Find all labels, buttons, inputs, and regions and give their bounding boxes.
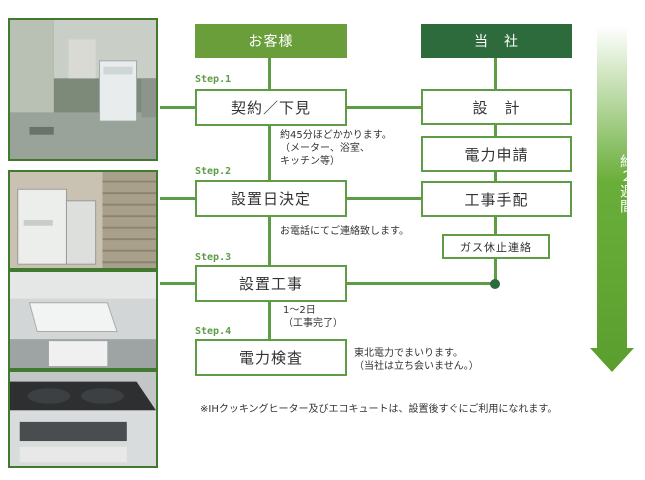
customer-header: お客様 xyxy=(195,24,347,58)
duration-label: 約２週間 xyxy=(618,154,634,214)
ih-cooktop-image xyxy=(10,372,156,466)
note-step4: 東北電力でまいります。 （当社は立ち会いません。） xyxy=(354,348,479,372)
step3-label: Step.3 xyxy=(195,252,232,263)
step4-box: 電力検査 xyxy=(195,339,347,376)
duration-arrow: 約２週間 xyxy=(590,26,634,372)
note-step2: お電話にてご連絡致します。 xyxy=(280,226,409,237)
design-box: 設 計 xyxy=(421,89,572,125)
photo-water-heater xyxy=(8,170,158,270)
construction-arrangement-box: 工事手配 xyxy=(421,181,572,217)
step1-label: Step.1 xyxy=(195,74,232,85)
water-heater-image xyxy=(10,172,156,268)
photo-outdoor-unit xyxy=(8,18,158,161)
step3-box: 設置工事 xyxy=(195,265,347,302)
power-application-box: 電力申請 xyxy=(421,136,572,172)
down-arrow-icon xyxy=(590,26,634,372)
outdoor-unit-image xyxy=(10,20,156,159)
step4-label: Step.4 xyxy=(195,326,232,337)
step1-box: 契約／下見 xyxy=(195,89,347,126)
gas-suspension-box: ガス休止連絡 xyxy=(442,234,550,259)
company-end-dot xyxy=(490,279,500,289)
sink-image xyxy=(10,272,156,368)
footnote: ※IHクッキングヒーター及びエコキュートは、設置後すぐにご利用になれます。 xyxy=(200,404,558,415)
company-header: 当 社 xyxy=(421,24,572,58)
photo-sink xyxy=(8,270,158,370)
photo-ih-cooktop xyxy=(8,370,158,468)
step2-box: 設置日決定 xyxy=(195,180,347,217)
note-step3: 1～2日 （工事完了） xyxy=(283,305,343,329)
note-step1: 約45分ほどかかります。 （メーター、浴室、 キッチン等） xyxy=(280,130,392,167)
step2-label: Step.2 xyxy=(195,166,232,177)
